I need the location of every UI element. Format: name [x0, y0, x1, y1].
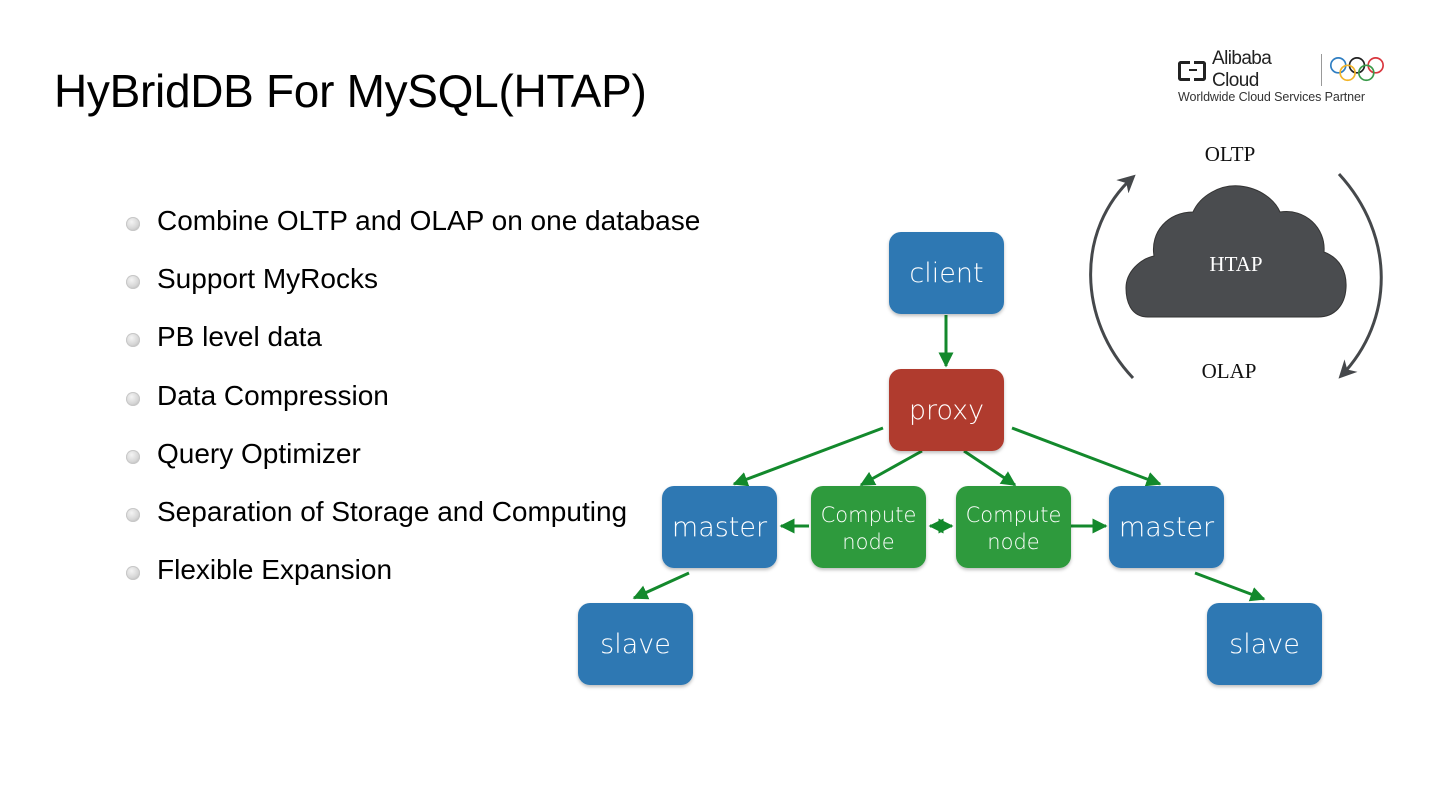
feature-item: Query Optimizer — [126, 425, 700, 483]
cycle-arrow-up-icon — [1089, 174, 1136, 380]
feature-item: Support MyRocks — [126, 250, 700, 308]
svg-text:master: master — [1119, 512, 1215, 543]
logo-brand-name: Alibaba Cloud — [1212, 48, 1272, 91]
svg-text:slave: slave — [600, 629, 671, 660]
node-slave-left[interactable]: slave — [578, 603, 693, 685]
bullet-icon — [126, 217, 140, 232]
bullet-icon — [126, 333, 140, 348]
htap-cycle: OLTP OLAP HTAP — [1089, 142, 1383, 383]
feature-item: PB level data — [126, 308, 700, 366]
feature-item: Separation of Storage and Computing — [126, 483, 700, 541]
feature-item: Combine OLTP and OLAP on one database — [126, 192, 700, 250]
svg-text:master: master — [672, 512, 768, 543]
node-slave-right[interactable]: slave — [1207, 603, 1322, 685]
svg-text:Compute: Compute — [821, 503, 917, 527]
cycle-arrow-down-icon — [1337, 172, 1383, 379]
arrow-proxy-to-master-right — [1011, 426, 1162, 487]
arrow-proxy-to-compute-left — [859, 449, 923, 487]
cloud-icon — [1125, 185, 1347, 318]
bullet-icon — [126, 391, 140, 406]
feature-list: Combine OLTP and OLAP on one database Su… — [126, 192, 700, 599]
logo-divider — [1321, 54, 1323, 86]
node-client[interactable]: client — [889, 232, 1004, 314]
node-proxy[interactable]: proxy — [889, 369, 1004, 451]
node-master-right[interactable]: master — [1109, 486, 1224, 568]
arrow-master-to-slave-right — [1194, 571, 1266, 602]
svg-text:client: client — [909, 258, 983, 289]
slide-title: HyBridDB For MySQL(HTAP) — [54, 65, 647, 117]
feature-item: Data Compression — [126, 367, 700, 425]
arrow-proxy-to-master-left — [732, 426, 884, 487]
oltp-label: OLTP — [1205, 142, 1256, 166]
bullet-icon — [126, 449, 140, 464]
olap-label: OLAP — [1202, 359, 1257, 383]
olympic-rings-icon — [1330, 57, 1385, 82]
bullet-icon — [126, 566, 140, 581]
arrow-master-to-slave-left — [632, 571, 690, 600]
alibaba-cloud-logo: Alibaba Cloud Worldwide Cloud Services P… — [1178, 48, 1388, 108]
arrow-proxy-to-compute-right — [963, 449, 1017, 487]
svg-text:slave: slave — [1229, 629, 1300, 660]
node-compute-right[interactable]: Compute node — [956, 486, 1071, 568]
svg-text:Compute: Compute — [966, 503, 1062, 527]
svg-text:node: node — [987, 530, 1039, 554]
bullet-icon — [126, 275, 140, 290]
alibaba-cloud-bracket-icon — [1178, 61, 1207, 81]
svg-text:proxy: proxy — [909, 395, 984, 426]
svg-text:node: node — [842, 530, 894, 554]
node-compute-left[interactable]: Compute node — [811, 486, 926, 568]
architecture-arrows — [632, 315, 1266, 602]
logo-tagline: Worldwide Cloud Services Partner — [1178, 90, 1365, 104]
node-master-left[interactable]: master — [662, 486, 777, 568]
bullet-icon — [126, 508, 140, 523]
htap-label: HTAP — [1209, 252, 1262, 276]
feature-item: Flexible Expansion — [126, 541, 700, 599]
